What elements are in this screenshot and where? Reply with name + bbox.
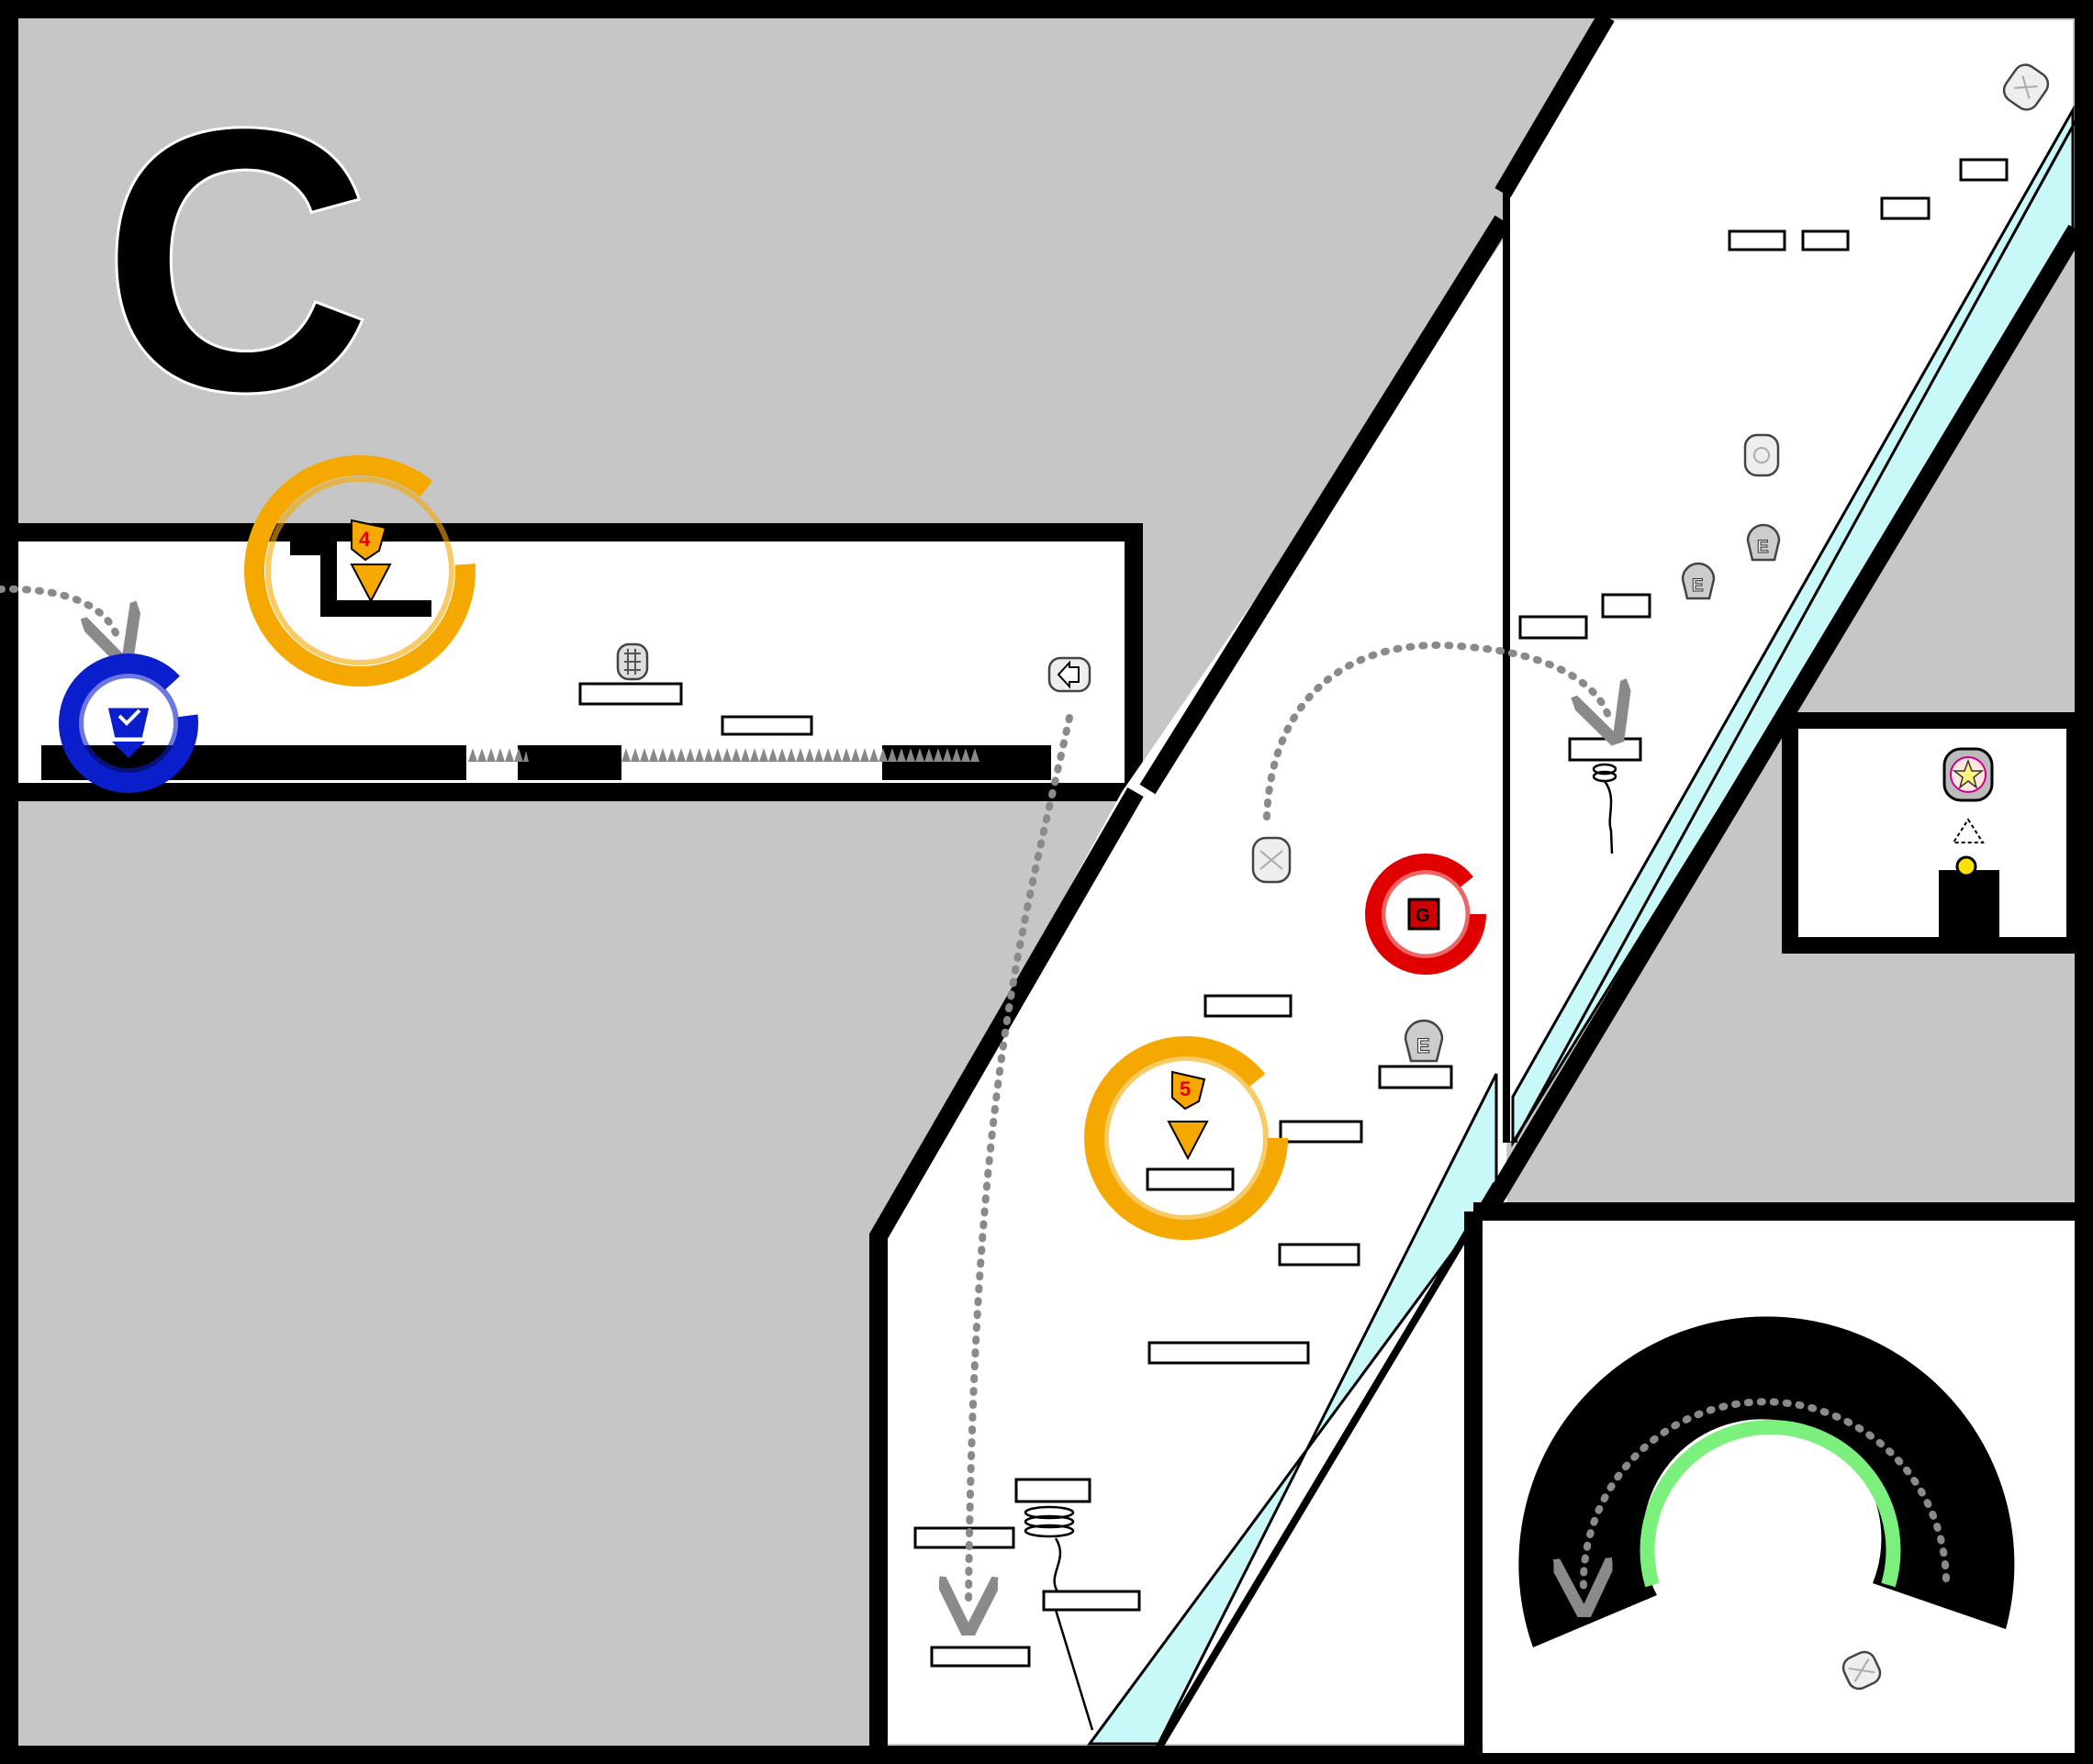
platform bbox=[1014, 1478, 1091, 1503]
checkpoint-marker[interactable] bbox=[59, 653, 198, 793]
orange-ring-goal-5[interactable]: 5 bbox=[1084, 1036, 1288, 1240]
arc-path-arrow bbox=[1584, 1398, 1950, 1588]
platform bbox=[1880, 196, 1931, 220]
red-block-label: G bbox=[1416, 906, 1430, 926]
down-triangle-icon bbox=[1167, 1121, 1209, 1161]
platform bbox=[1278, 1243, 1360, 1267]
e-token-label: E bbox=[1692, 576, 1704, 596]
red-ring-marker[interactable]: G bbox=[1365, 854, 1486, 975]
platform bbox=[1959, 158, 2009, 182]
l-wall bbox=[290, 539, 431, 617]
capsule-pickup[interactable] bbox=[1251, 836, 1292, 884]
platform bbox=[1728, 229, 1786, 251]
drop-path-arrow bbox=[968, 714, 1073, 1606]
capsule-pickup[interactable] bbox=[1840, 1648, 1884, 1692]
platform bbox=[1147, 1341, 1310, 1365]
star-icon bbox=[1952, 758, 1985, 789]
spike-row bbox=[468, 748, 979, 762]
left-corridor bbox=[18, 523, 1143, 801]
entry-path-arrow bbox=[0, 585, 118, 638]
left-arrow-icon bbox=[1057, 660, 1080, 689]
goal-badge bbox=[351, 519, 387, 562]
e-token[interactable]: E bbox=[1746, 523, 1781, 562]
grid-capsule[interactable] bbox=[616, 642, 649, 681]
platform bbox=[1518, 615, 1588, 640]
arc-room bbox=[1464, 1202, 2079, 1753]
platform bbox=[913, 1526, 1015, 1549]
platform bbox=[1279, 1120, 1363, 1144]
spring bbox=[1024, 1505, 1094, 1731]
diagonal-shaft bbox=[869, 193, 1517, 1751]
platform bbox=[1146, 1167, 1235, 1191]
section-letter: C bbox=[101, 50, 373, 470]
e-token[interactable]: E bbox=[1681, 562, 1716, 600]
spring bbox=[1592, 763, 1617, 854]
dotted-triangle-icon bbox=[1952, 818, 1985, 843]
goal-badge bbox=[1171, 1070, 1206, 1111]
e-token[interactable]: E bbox=[1404, 1019, 1444, 1063]
green-arc bbox=[1640, 1420, 1901, 1588]
e-token-label: E bbox=[1416, 1034, 1430, 1057]
e-token-label: E bbox=[1757, 538, 1769, 557]
arrow-block[interactable] bbox=[1047, 656, 1091, 693]
star-room bbox=[1782, 712, 2083, 954]
capsule-pickup[interactable] bbox=[1999, 61, 2053, 115]
orange-ring-goal-4[interactable]: 4 bbox=[244, 455, 476, 687]
platform bbox=[721, 715, 813, 736]
platform bbox=[1203, 994, 1293, 1018]
platform bbox=[1801, 229, 1850, 251]
red-block bbox=[1407, 898, 1440, 931]
platform bbox=[1568, 737, 1642, 762]
capsule-pickup[interactable] bbox=[1743, 433, 1780, 477]
upper-right-shaft bbox=[1479, 11, 2085, 1217]
platform bbox=[578, 682, 683, 706]
jump-path-arrow bbox=[1263, 642, 1608, 821]
platform bbox=[1042, 1590, 1141, 1612]
goal-number: 4 bbox=[359, 528, 371, 551]
platform bbox=[930, 1646, 1031, 1668]
platform bbox=[1378, 1065, 1453, 1089]
platform bbox=[1601, 593, 1651, 619]
down-triangle-icon bbox=[350, 564, 392, 604]
water-slope bbox=[1087, 1073, 1498, 1746]
switch-knob[interactable] bbox=[1955, 855, 1977, 877]
goal-number: 5 bbox=[1180, 1077, 1191, 1100]
